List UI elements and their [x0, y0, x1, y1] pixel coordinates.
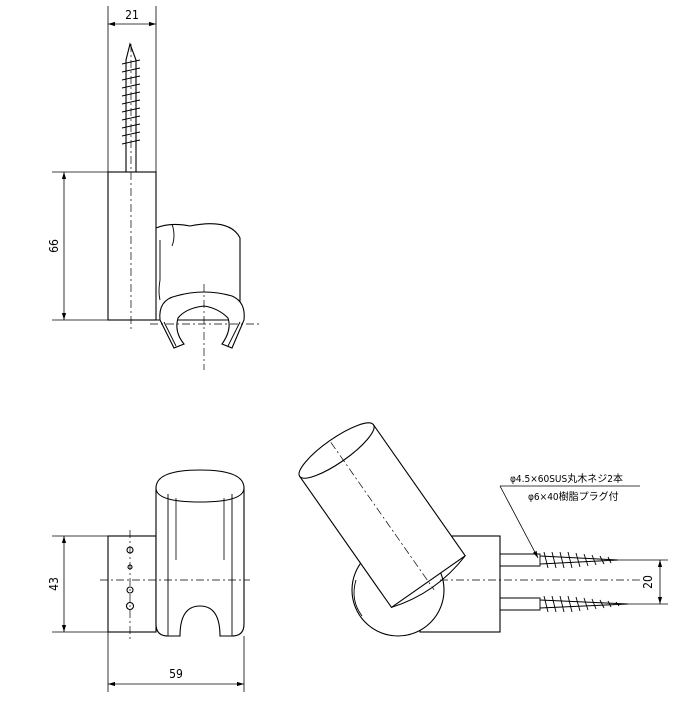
angled-tube [298, 422, 466, 609]
dimension-screw-spacing: 20 [618, 559, 668, 605]
angled-view [298, 422, 640, 637]
dimension-screw-width: 21 [107, 6, 157, 172]
front-view [107, 42, 260, 370]
screw-notes: φ4.5×60SUS丸木ネジ2本 φ6×40樹脂プラグ付 [499, 472, 640, 559]
dimension-bracket-height: 66 [47, 171, 108, 321]
dimension-base-height: 43 [47, 535, 108, 633]
screw-spec-note: φ4.5×60SUS丸木ネジ2本 [510, 472, 623, 485]
dimension-overall-width: 59 [107, 632, 245, 692]
dim-label-21: 21 [125, 8, 139, 22]
tube-holder [155, 469, 245, 637]
dim-label-20: 20 [641, 575, 655, 589]
dim-label-59: 59 [169, 667, 183, 681]
dim-label-66: 66 [47, 239, 61, 253]
angled-screw-bottom [500, 595, 629, 613]
wood-screw [121, 42, 141, 173]
angled-screw-top [500, 551, 619, 569]
side-view [100, 469, 250, 640]
holder-ring [159, 291, 245, 349]
base-block [107, 535, 157, 633]
mount-block [107, 171, 157, 321]
plug-spec-note: φ6×40樹脂プラグ付 [528, 490, 619, 503]
dim-label-43: 43 [47, 577, 61, 591]
